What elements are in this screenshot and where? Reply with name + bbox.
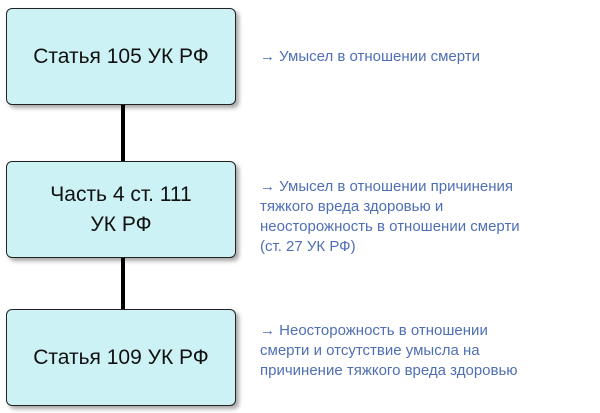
box-article-111-part-4: Часть 4 ст. 111 УК РФ bbox=[6, 161, 236, 258]
box-article-109: Статья 109 УК РФ bbox=[6, 309, 236, 406]
connector-line-2 bbox=[121, 258, 125, 310]
connector-line-1 bbox=[121, 105, 125, 165]
note-article-105: → Умысел в отношении смерти bbox=[260, 48, 481, 65]
box-article-105: Статья 105 УК РФ bbox=[6, 8, 236, 105]
note-article-109: → Неосторожность в отношении смерти и от… bbox=[260, 322, 518, 379]
box-label: Статья 105 УК РФ bbox=[33, 44, 209, 68]
note-article-111: → Умысел в отношении причинения тяжкого … bbox=[260, 178, 520, 255]
box-label: Статья 109 УК РФ bbox=[33, 345, 209, 369]
box-label: Часть 4 ст. 111 УК РФ bbox=[50, 182, 192, 236]
